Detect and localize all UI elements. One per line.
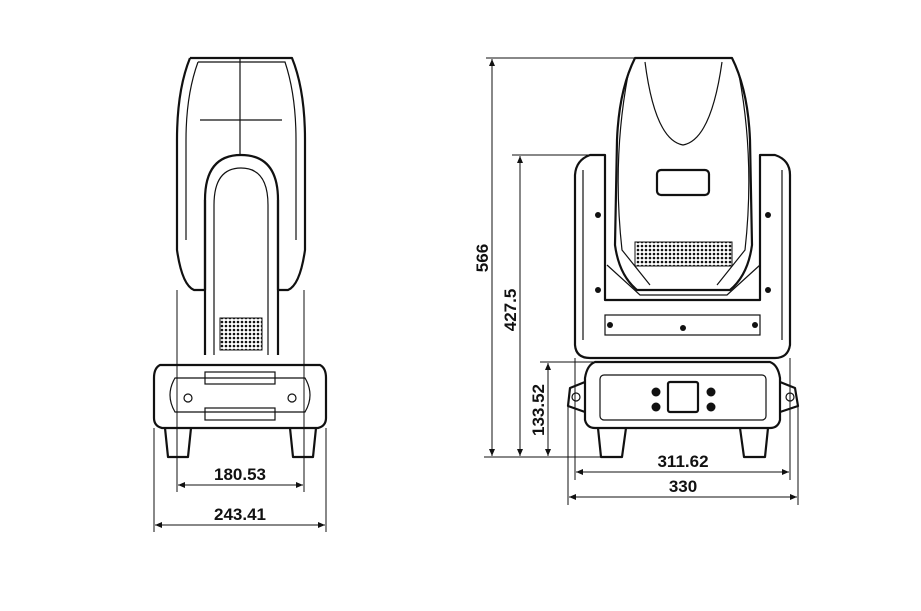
dim-front-overall-width: 330 (669, 477, 697, 496)
dim-base-height: 133.52 (529, 384, 548, 436)
front-head (606, 56, 761, 296)
dim-tilt-axis-height: 427.5 (501, 289, 520, 332)
side-head (175, 56, 307, 292)
side-yoke-arm (203, 153, 280, 355)
dim-base-width: 311.62 (657, 452, 708, 471)
dim-side-overall-width: 243.41 (214, 505, 266, 524)
side-base (152, 363, 328, 459)
side-view: 180.53 243.41 (152, 56, 328, 532)
side-dimensions: 180.53 243.41 (153, 290, 327, 532)
dim-total-height: 566 (473, 244, 492, 272)
front-base (566, 360, 800, 459)
front-view: 566 427.5 133.52 311.62 330 (473, 56, 800, 505)
front-dimensions: 566 427.5 133.52 311.62 330 (473, 57, 799, 505)
front-yoke (573, 153, 792, 360)
dim-inner-width: 180.53 (214, 465, 266, 484)
